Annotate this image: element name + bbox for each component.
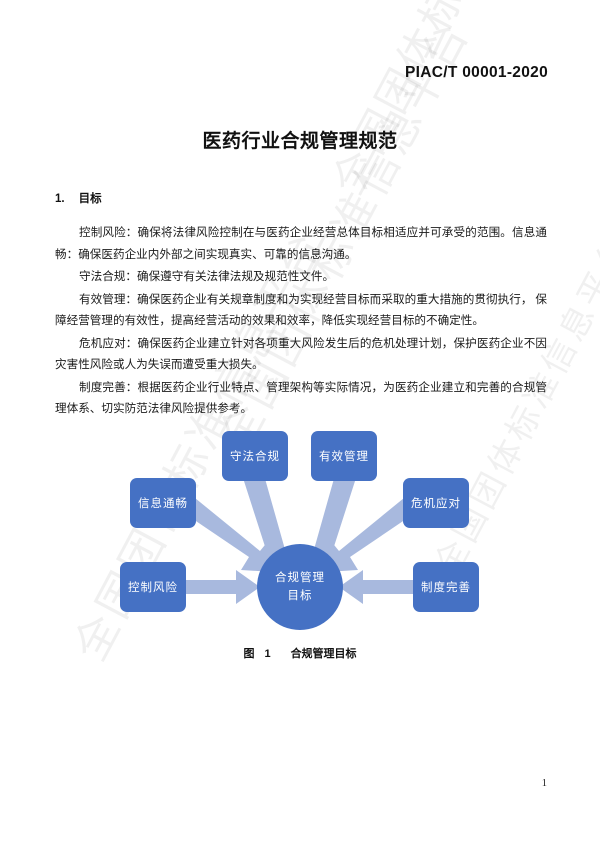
arrow-xinxi-to-center: [187, 498, 274, 572]
paragraph: 危机应对：确保医药企业建立针对各项重大风险发生后的危机处理计划，保护医药企业不因…: [55, 336, 547, 372]
diagram-node-youxiao-guanli[interactable]: 有效管理: [311, 431, 377, 481]
arrow-shoufa-to-center: [243, 468, 300, 578]
node-label: 信息通畅: [138, 498, 188, 510]
paragraph: 控制风险：确保将法律风险控制在与医药企业经营总体目标相适应并可承受的范围。信息通…: [55, 226, 547, 261]
caption-label: 图: [243, 648, 255, 660]
compliance-goal-diagram: 守法合规 有效管理 信息通畅 危机应对 控制风险 制度完善 合规管理 目标: [0, 420, 600, 635]
diagram-node-weiji-yingdui[interactable]: 危机应对: [403, 478, 469, 528]
node-label: 有效管理: [319, 451, 369, 463]
diagram-arrows: [186, 468, 413, 604]
arrow-youxiao-to-center: [299, 468, 356, 578]
arrow-zhidu-to-center: [339, 570, 413, 604]
node-label: 危机应对: [411, 498, 461, 510]
node-label: 控制风险: [128, 582, 178, 594]
page-title: 医药行业合规管理规范: [202, 131, 398, 152]
watermark-text: 全国团体标准信息平台: [315, 0, 585, 204]
center-label-line1: 合规管理: [275, 572, 325, 584]
paragraph: 守法合规：确保遵守有关法律法规及规范性文件。: [79, 270, 335, 283]
body-text-block: 控制风险：确保将法律风险控制在与医药企业经营总体目标相适应并可承受的范围。信息通…: [55, 222, 547, 421]
page-number: 1: [541, 778, 547, 789]
caption-title: 合规管理目标: [290, 648, 357, 660]
standard-code-header: PIAC/T 00001-2020: [405, 64, 548, 81]
section-heading: 1. 目标: [55, 190, 102, 206]
diagram-node-kongzhi-fengxian[interactable]: 控制风险: [120, 562, 186, 612]
section-label: 目标: [78, 193, 102, 205]
diagram-node-xinxi-tongchang[interactable]: 信息通畅: [130, 478, 196, 528]
caption-number: 1: [264, 648, 271, 660]
node-label: 制度完善: [421, 582, 471, 594]
node-label: 守法合规: [230, 451, 280, 463]
arrow-weiji-to-center: [325, 498, 412, 572]
diagram-node-zhidu-wanshan[interactable]: 制度完善: [413, 562, 479, 612]
arrow-kongzhi-to-center: [186, 570, 260, 604]
diagram-center-node[interactable]: 合规管理 目标: [257, 544, 343, 630]
section-number: 1.: [55, 193, 65, 205]
paragraph: 制度完善：根据医药企业行业特点、管理架构等实际情况，为医药企业建立和完善的合规管…: [55, 380, 547, 416]
center-label-line2: 目标: [287, 590, 313, 602]
paragraph: 有效管理：确保医药企业有关规章制度和为实现经营目标而采取的重大措施的贯彻执行， …: [55, 292, 547, 328]
diagram-node-shoufa-hegui[interactable]: 守法合规: [222, 431, 288, 481]
